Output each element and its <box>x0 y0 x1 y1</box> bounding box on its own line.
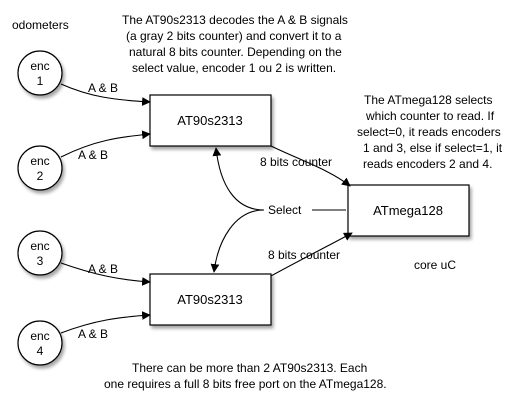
encoder-1-number: 1 <box>37 74 44 88</box>
atmega-note-line-2: which counter to read. If <box>365 109 495 123</box>
bottom-note-line-1: There can be more than 2 AT90s2313. Each <box>132 361 367 375</box>
decoder-note-line-2: (a gray 2 bits counter) and convert it t… <box>126 29 342 43</box>
select-lines <box>210 147 346 273</box>
decoder-top-label: AT90s2313 <box>177 113 243 128</box>
decoder-note: The AT90s2313 decodes the A & B signals … <box>122 13 348 75</box>
decoder-bottom-box: AT90s2313 <box>149 273 272 326</box>
ab-label-1: A & B <box>88 81 118 95</box>
bus-top-label: 8 bits counter <box>260 155 332 169</box>
encoder-4-number: 4 <box>37 344 44 358</box>
ab-label-4: A & B <box>78 327 108 341</box>
ab-arrow-4 <box>60 311 151 334</box>
core-uc-label: core uC <box>414 258 456 272</box>
bus-bottom-label: 8 bits counter <box>268 248 340 262</box>
atmega-box: ATmega128 <box>347 184 470 237</box>
encoder-1-label: enc <box>30 59 49 73</box>
encoder-3-label: enc <box>30 239 49 253</box>
encoder-4-label: enc <box>30 329 49 343</box>
bus-top-arrow <box>270 145 351 187</box>
decoder-top-box: AT90s2313 <box>149 94 272 147</box>
decoder-bottom-label: AT90s2313 <box>177 292 243 307</box>
bus-bottom-arrow <box>270 232 353 277</box>
encoder-4: enc 4 <box>17 320 63 366</box>
encoder-1: enc 1 <box>17 50 63 96</box>
bottom-note-line-2: one requires a full 8 bits free port on … <box>104 377 387 391</box>
encoder-2-label: enc <box>30 154 49 168</box>
atmega-note-line-5: reads encoders 2 and 4. <box>363 157 492 171</box>
encoder-3: enc 3 <box>17 230 63 276</box>
decoder-note-line-1: The AT90s2313 decodes the A & B signals <box>122 13 348 27</box>
counter-buses <box>270 145 353 277</box>
ab-arrow-1 <box>60 83 151 106</box>
atmega-label: ATmega128 <box>373 203 443 218</box>
ab-label-3: A & B <box>88 262 118 276</box>
encoder-2-number: 2 <box>37 169 44 183</box>
decoder-note-line-3: natural 8 bits counter. Depending on the <box>129 45 342 59</box>
encoder-3-number: 3 <box>37 254 44 268</box>
odometers-label: odometers <box>12 18 69 32</box>
select-arrow-bottom <box>210 209 265 273</box>
bottom-note: There can be more than 2 AT90s2313. Each… <box>104 361 387 391</box>
decoder-note-line-4: select value, encoder 1 ou 2 is written. <box>132 61 336 75</box>
ab-arrow-3 <box>60 262 151 286</box>
ab-label-2: A & B <box>78 148 108 162</box>
atmega-note: The ATmega128 selects which counter to r… <box>357 93 503 171</box>
ab-connectors <box>60 83 151 334</box>
encoder-2: enc 2 <box>17 145 63 191</box>
select-label: Select <box>268 203 302 217</box>
atmega-note-line-4: 1 and 3, else if select=1, it <box>363 141 503 155</box>
atmega-note-line-1: The ATmega128 selects <box>364 93 493 107</box>
select-arrow-top <box>212 147 265 211</box>
ab-arrow-2 <box>60 130 151 158</box>
atmega-note-line-3: select=0, it reads encoders <box>357 125 501 139</box>
